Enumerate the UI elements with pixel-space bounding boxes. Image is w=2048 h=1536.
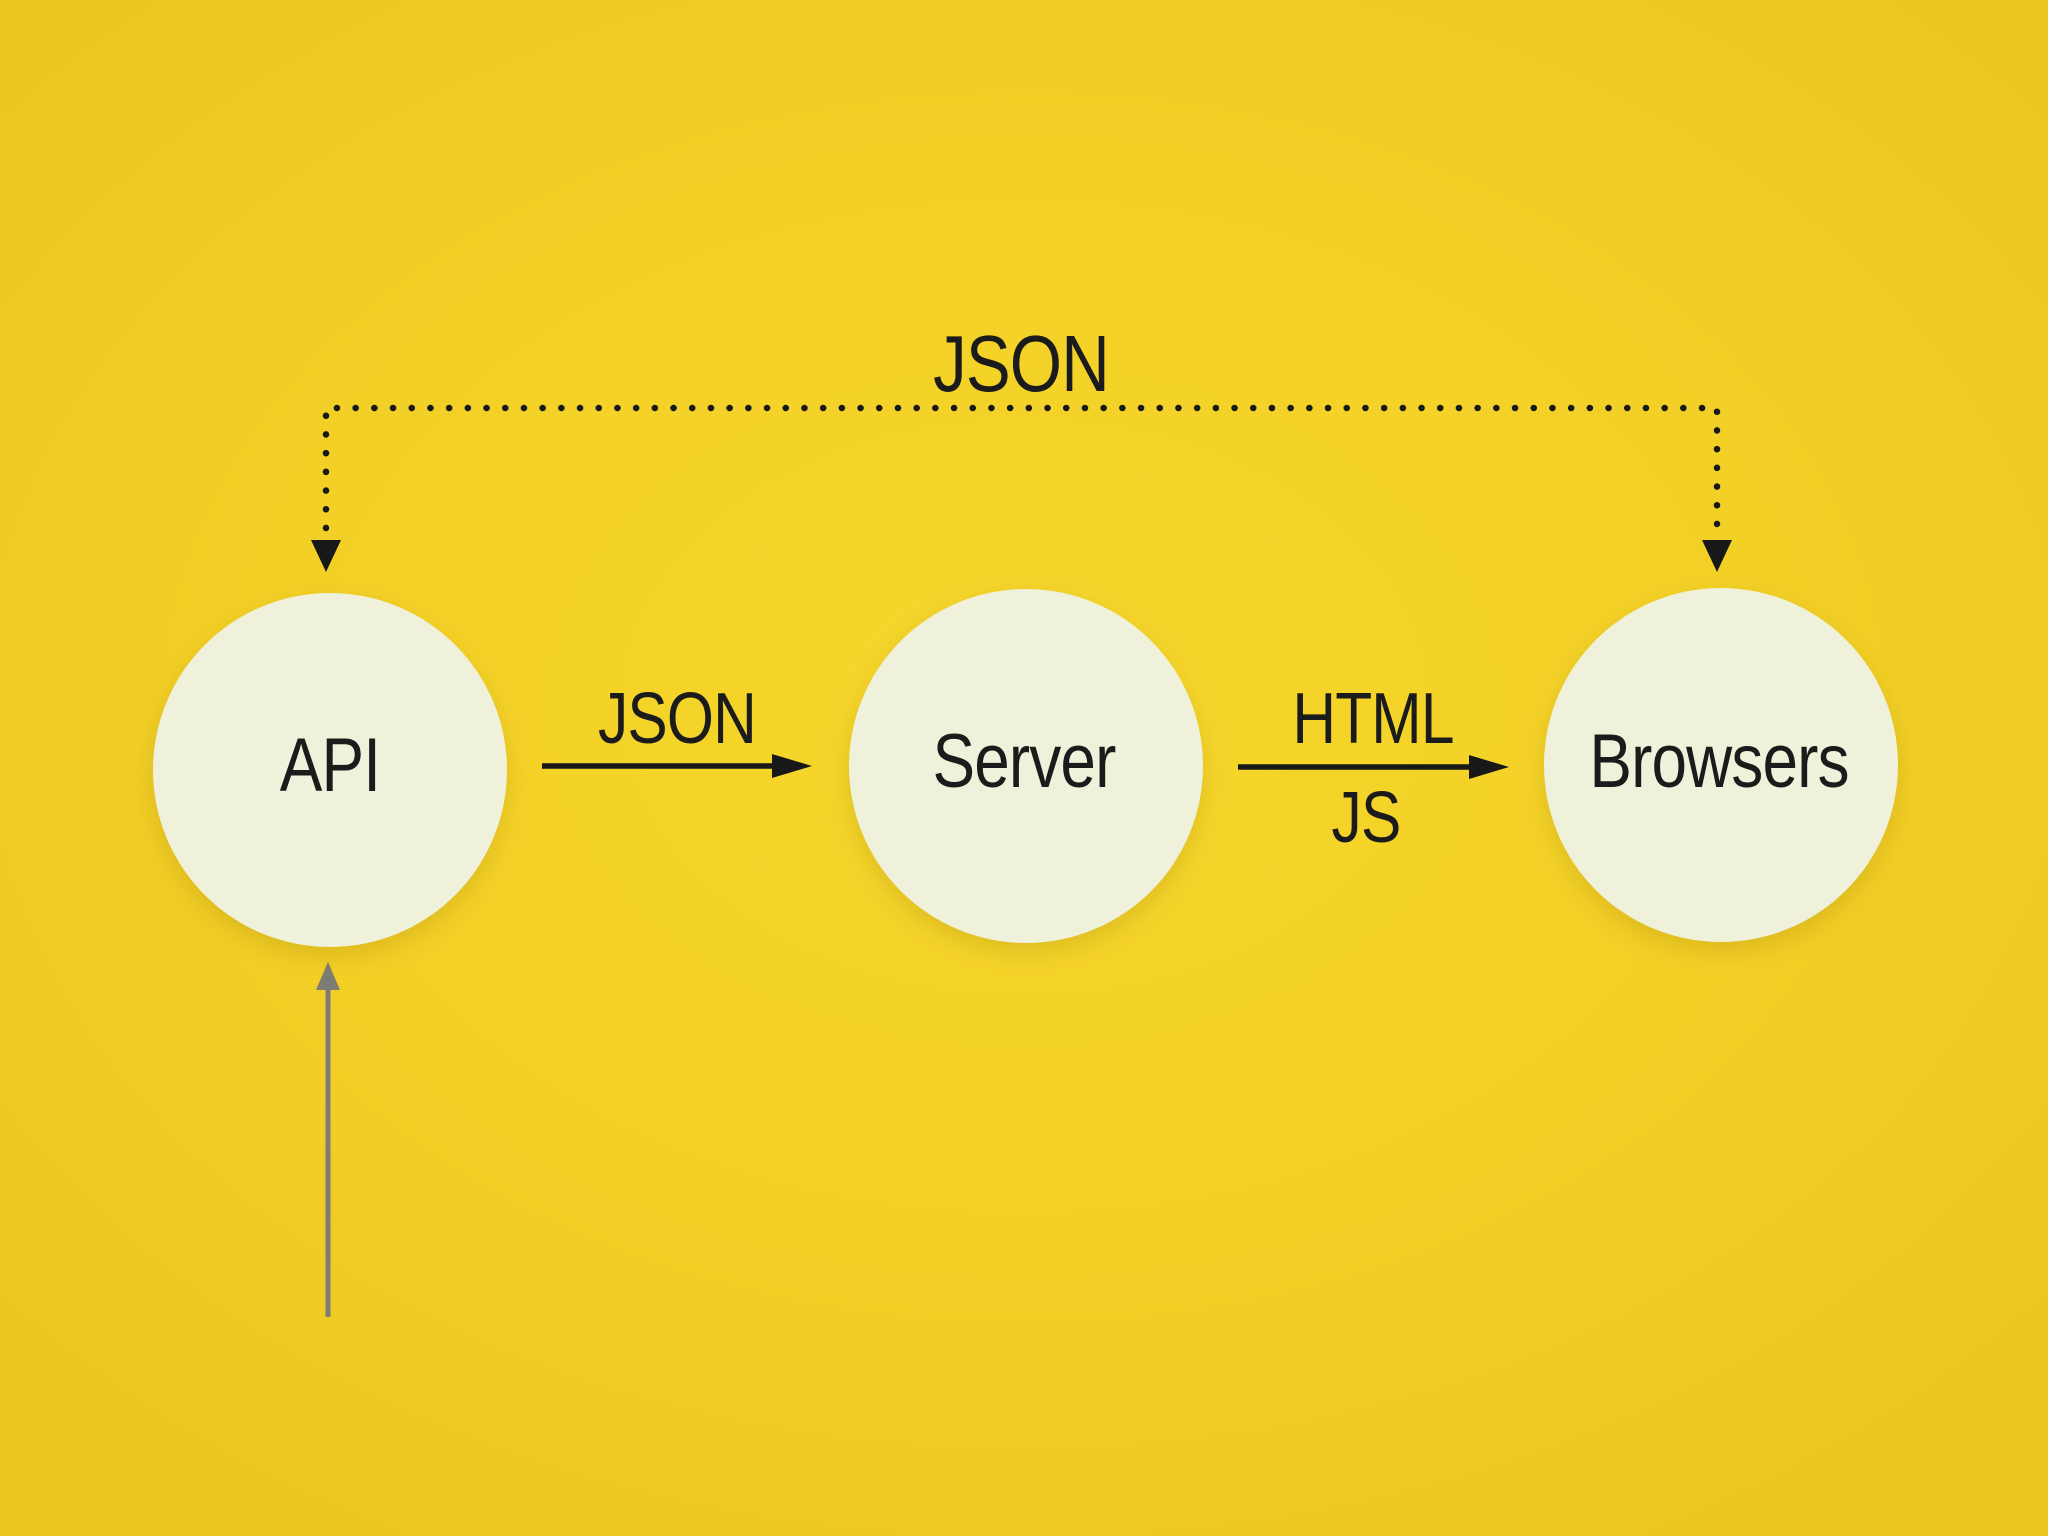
edge-api-to-server-label: JSON xyxy=(583,683,771,755)
edge-server-to-browsers-label-bottom-text: JS xyxy=(1331,778,1402,858)
edge-server-to-browsers-label-top: HTML xyxy=(1277,683,1469,755)
edge-browsers-to-api-label-text: JSON xyxy=(933,319,1110,408)
dotted-arrowhead-into-api-icon xyxy=(311,540,341,572)
dotted-arrowhead-into-browsers-icon xyxy=(1702,540,1732,572)
upward-gray-arrowhead-icon xyxy=(316,962,340,990)
node-browsers xyxy=(1544,588,1898,942)
node-api-label: API xyxy=(270,728,390,804)
json-return-dotted-path xyxy=(322,404,1721,532)
edge-api-to-server-label-text: JSON xyxy=(598,679,757,759)
node-api xyxy=(153,593,507,947)
node-browsers-label: Browsers xyxy=(1565,724,1874,800)
node-api-label-text: API xyxy=(279,723,381,808)
edge-browsers-to-api-label: JSON xyxy=(916,324,1125,404)
node-server xyxy=(849,589,1203,943)
node-server-label: Server xyxy=(915,724,1133,800)
edge-server-to-browsers-label-top-text: HTML xyxy=(1292,679,1454,759)
server-to-browsers-arrowhead-icon xyxy=(1469,755,1509,779)
edge-server-to-browsers-label-bottom: JS xyxy=(1325,782,1407,854)
api-to-server-arrowhead-icon xyxy=(772,754,812,778)
node-browsers-label-text: Browsers xyxy=(1589,719,1849,804)
node-server-label-text: Server xyxy=(932,719,1117,804)
